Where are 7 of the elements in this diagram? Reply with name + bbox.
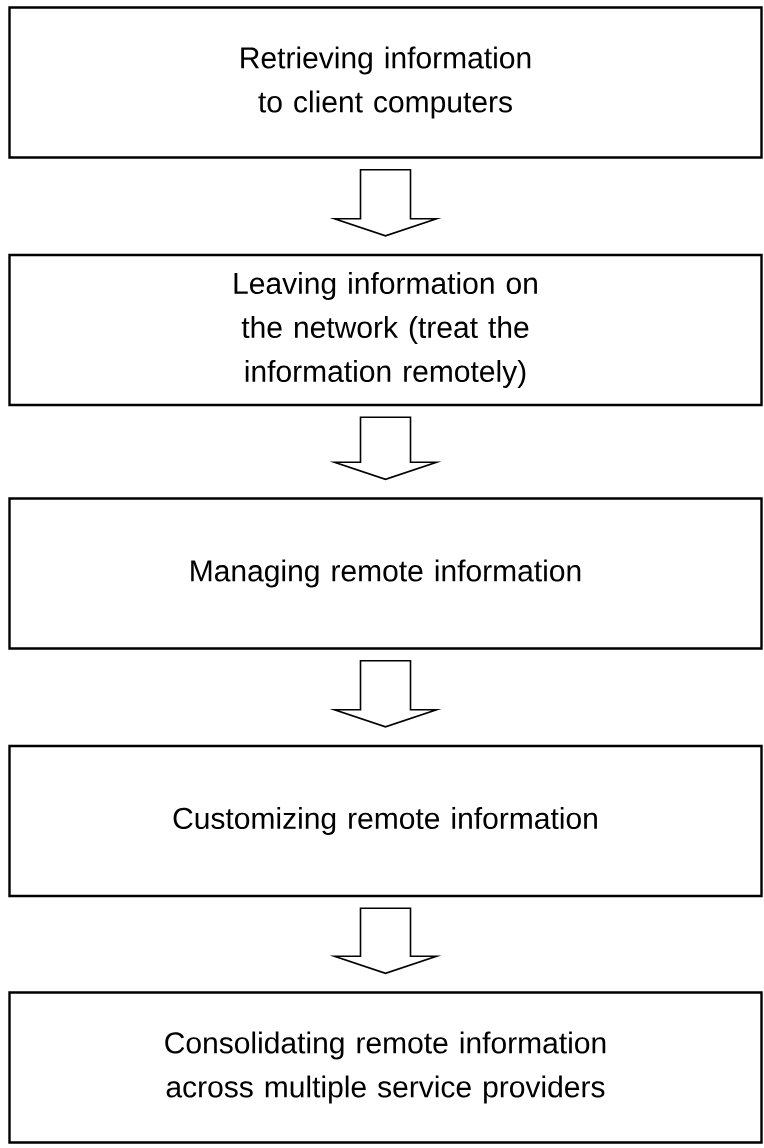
process-box: Leaving information on the network (treat the information remotely): [8, 253, 763, 407]
process-box: Managing remote information: [8, 497, 763, 650]
block-arrow: [329, 659, 442, 728]
process-box: Retrieving information to client computers: [8, 6, 763, 159]
block-arrow: [329, 168, 442, 237]
process-box: Customizing remote information: [8, 744, 763, 898]
process-box: Consolidating remote information across multiple service providers: [8, 991, 763, 1144]
